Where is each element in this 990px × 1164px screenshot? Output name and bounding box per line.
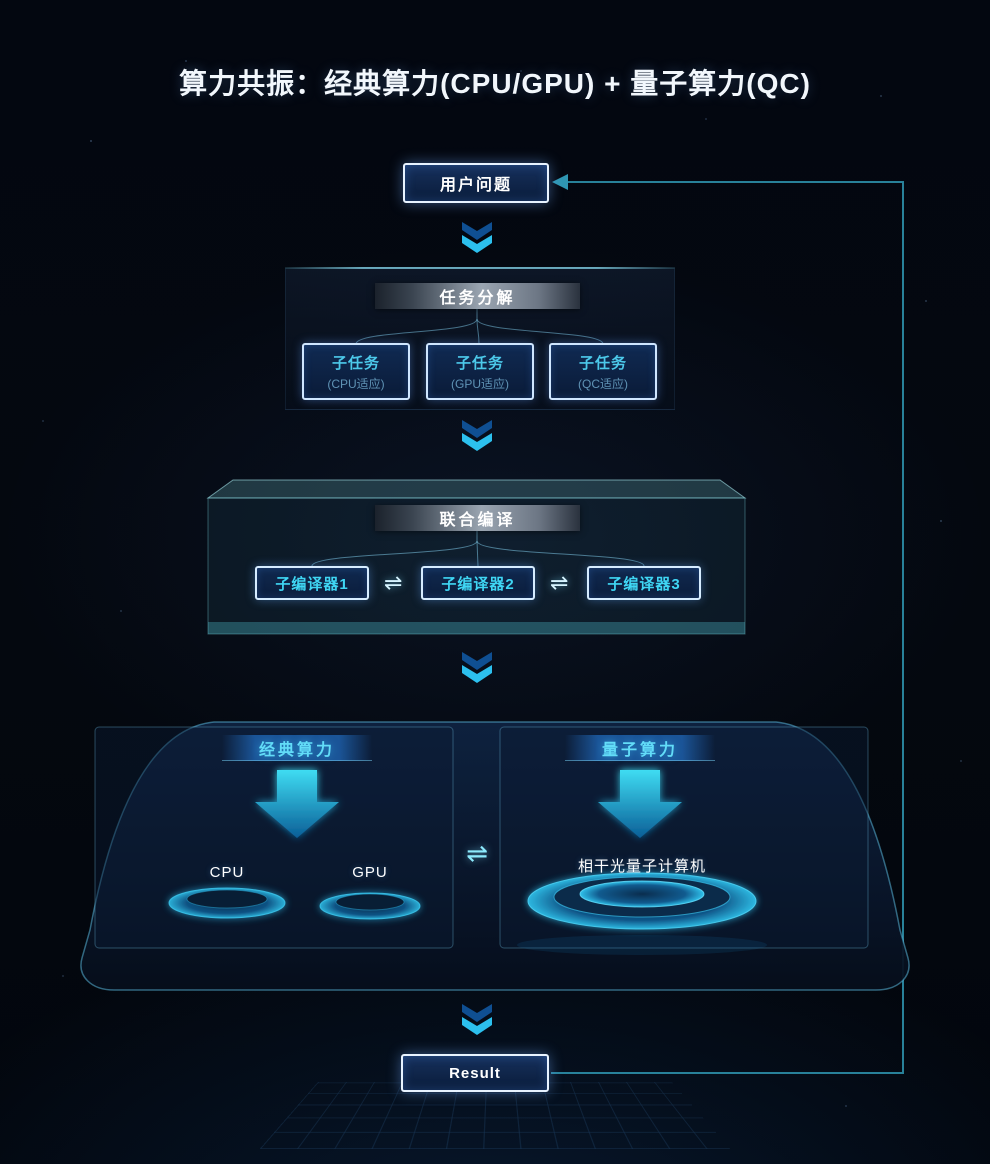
compiler-2-node: 子编译器2 (421, 566, 535, 600)
glass-box (206, 479, 747, 635)
task-panel-topline (285, 267, 675, 269)
feedback-loop-line (551, 181, 904, 1074)
chevron-down-icon (462, 420, 492, 451)
exchange-arrows-icon: ⇌ (384, 570, 403, 595)
subtask-gpu-node: 子任务 (GPU适应) (426, 343, 534, 400)
subtask-subtitle: (CPU适应) (327, 376, 385, 391)
subtask-title: 子任务 (331, 354, 380, 372)
subtask-title: 子任务 (578, 354, 627, 372)
feedback-arrowhead-icon (552, 174, 568, 190)
result-label: Result (449, 1064, 501, 1082)
task-branch-lines (355, 309, 604, 345)
exchange-arrows-icon: ⇌ (466, 838, 488, 868)
chevron-down-icon (462, 1004, 492, 1035)
subtask-qc-node: 子任务 (QC适应) (549, 343, 657, 400)
quantum-machine-label: 相干光量子计算机 (577, 858, 706, 875)
quantum-power-header: 量子算力 (565, 735, 715, 761)
chevron-down-icon (462, 222, 492, 253)
subtask-cpu-node: 子任务 (CPU适应) (302, 343, 410, 400)
cpu-label: CPU (209, 864, 245, 881)
quantum-down-arrow-icon (598, 770, 682, 838)
compiler-3-node: 子编译器3 (587, 566, 701, 600)
gpu-disc (319, 892, 421, 920)
cpu-disc (168, 887, 286, 919)
user-question-label: 用户问题 (439, 177, 512, 194)
compile-branch-lines (311, 531, 645, 567)
diagram-title: 算力共振：经典算力(CPU/GPU) + 量子算力(QC) (179, 68, 811, 99)
chevron-down-icon (462, 652, 492, 683)
joint-compilation-header: 联合编译 (375, 505, 580, 531)
exchange-arrows-icon: ⇌ (550, 570, 569, 595)
subtask-subtitle: (QC适应) (578, 376, 628, 391)
classical-power-header: 经典算力 (222, 735, 372, 761)
classical-down-arrow-icon (255, 770, 339, 838)
user-question-node: 用户问题 (403, 163, 549, 203)
task-decomposition-header: 任务分解 (375, 283, 580, 309)
subtask-subtitle: (GPU适应) (451, 376, 509, 391)
compiler-1-node: 子编译器1 (255, 566, 369, 600)
gpu-label: GPU (352, 864, 388, 881)
result-node: Result (401, 1054, 549, 1092)
quantum-disc (517, 872, 767, 955)
subtask-title: 子任务 (455, 354, 504, 372)
